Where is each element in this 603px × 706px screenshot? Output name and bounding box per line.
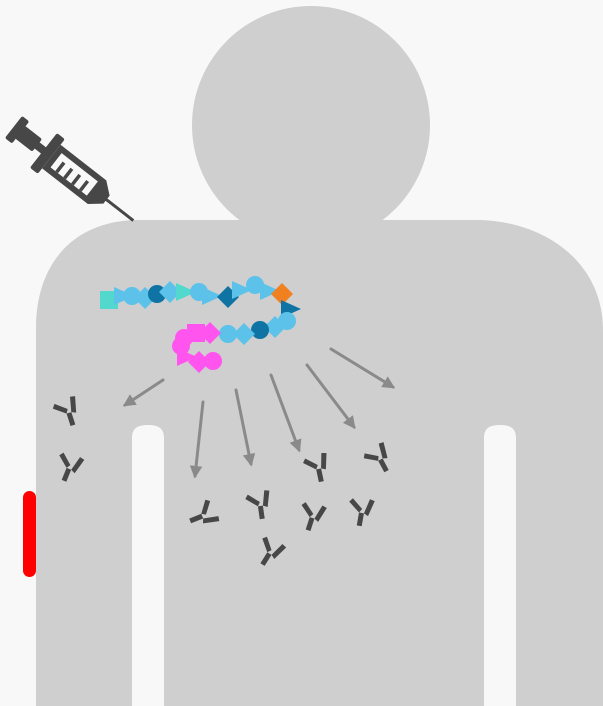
chain-bead-circle [219,325,237,343]
chain-bead-circle [204,352,222,370]
syringe-icon [0,110,147,238]
chain-bead-circle [251,321,269,339]
head [192,6,430,244]
human-silhouette [36,6,603,706]
red-marker [23,491,36,577]
